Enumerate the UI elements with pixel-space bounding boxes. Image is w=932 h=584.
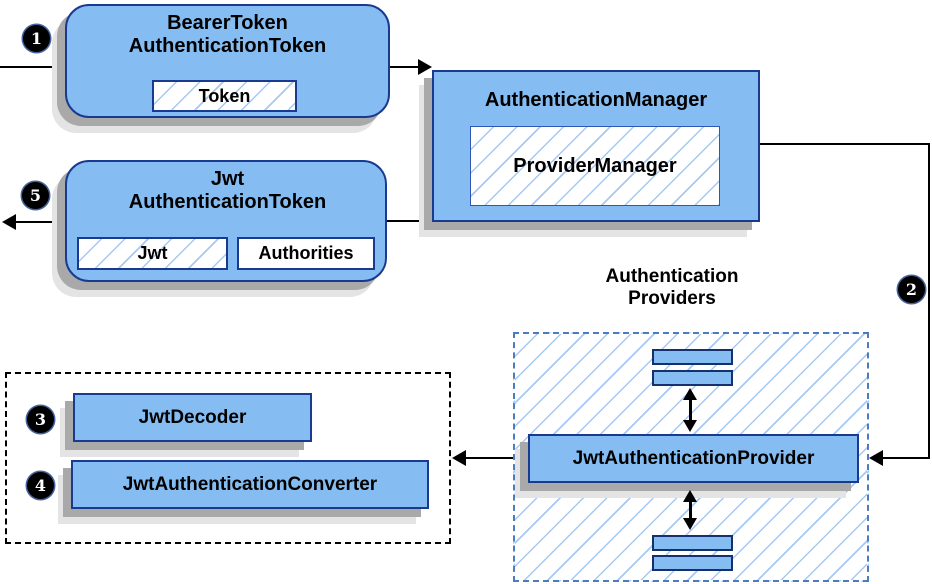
request-in-line: [0, 66, 66, 68]
arrow-left-icon: [2, 214, 16, 230]
provider-slot-bar: [652, 370, 733, 386]
arrow-left-icon: [452, 450, 466, 466]
provider-to-decoder-line: [464, 457, 528, 459]
provider-slot-bar: [652, 535, 733, 551]
double-arrow-up-icon: [683, 388, 697, 400]
step-2-badge: 2: [898, 276, 925, 303]
step-1-badge: 1: [23, 25, 50, 52]
authentication-manager-title-text: AuthenticationManager: [484, 89, 708, 111]
double-arrow-down-icon: [683, 420, 697, 432]
jwt-field-label: Jwt: [137, 243, 168, 263]
arrow-bearer-to-manager-line: [388, 66, 420, 68]
arrow-right-icon: [418, 59, 432, 75]
jwt-authentication-provider-node: JwtAuthenticationProvider: [528, 434, 859, 483]
bearer-token-title: BearerToken AuthenticationToken: [67, 12, 388, 58]
double-arrow-bottom-line: [689, 500, 692, 522]
jwt-decoder-label: JwtDecoder: [138, 406, 247, 428]
token-out-line: [14, 221, 66, 223]
authorities-field: Authorities: [237, 237, 375, 270]
step-3-badge: 3: [27, 406, 54, 433]
provider-slot-bar: [652, 555, 733, 571]
jwt-authentication-converter-label: JwtAuthenticationConverter: [122, 473, 378, 495]
bearer-token-title-line2: AuthenticationToken: [128, 35, 327, 57]
authentication-providers-label-line1: Authentication: [605, 266, 739, 287]
double-arrow-up-icon: [683, 490, 697, 502]
jwt-authentication-token-title: Jwt AuthenticationToken: [67, 168, 388, 214]
step-5-badge: 5: [22, 182, 49, 209]
provider-manager-label: ProviderManager: [513, 154, 677, 177]
manager-to-provider-line-bottom: [875, 457, 930, 459]
jwt-token-title-line1: Jwt: [210, 168, 245, 190]
token-field-label: Token: [198, 85, 251, 106]
bearer-token-title-line1: BearerToken: [167, 12, 288, 34]
provider-slot-bar: [652, 349, 733, 365]
token-field: Token: [152, 80, 297, 112]
jwt-field: Jwt: [77, 237, 228, 270]
manager-to-provider-line-top: [760, 143, 930, 145]
double-arrow-top-line: [689, 398, 692, 424]
jwt-authentication-converter-node: JwtAuthenticationConverter: [71, 460, 429, 509]
manager-to-provider-line-vertical: [928, 143, 930, 459]
double-arrow-down-icon: [683, 518, 697, 530]
decoder-converter-group: [5, 372, 451, 544]
jwt-decoder-node: JwtDecoder: [73, 393, 312, 442]
step-4-badge: 4: [27, 472, 54, 499]
authorities-field-label: Authorities: [258, 243, 354, 263]
jwt-token-title-line2: AuthenticationToken: [128, 191, 327, 213]
authentication-providers-label-line2: Providers: [628, 288, 716, 309]
authentication-manager-title: AuthenticationManager: [434, 89, 758, 112]
jwt-authentication-provider-label: JwtAuthenticationProvider: [572, 447, 815, 469]
arrow-left-icon: [869, 450, 883, 466]
authentication-providers-label: Authentication Providers: [552, 266, 792, 310]
provider-manager-box: ProviderManager: [470, 126, 720, 206]
manager-to-jwt-token-line: [385, 220, 433, 222]
